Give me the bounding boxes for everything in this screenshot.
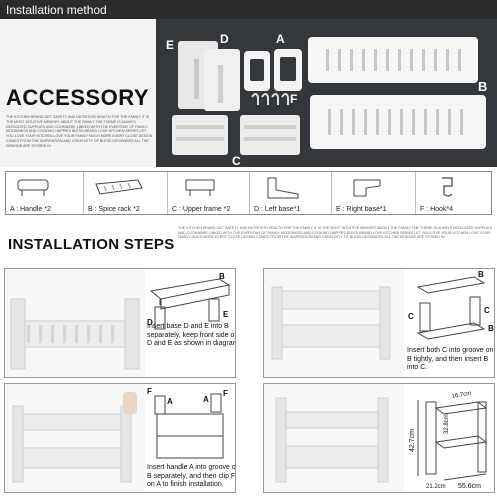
part-label: E : Right base*1 [336, 206, 387, 213]
photo-label-c: C [232, 154, 241, 167]
handle-icon [17, 179, 49, 196]
step-2-label-b: B [478, 270, 484, 279]
spice-rack-b-shape-1 [308, 37, 478, 83]
step-3-label-f1: F [147, 387, 152, 396]
step-1-panel: B D E Insert base D and E into B separat… [4, 268, 236, 378]
photo-label-a: A [276, 32, 285, 46]
step-2-label-c2: C [484, 306, 490, 315]
step-1-label-d: D [147, 318, 153, 327]
steps-title: INSTALLATION STEPS [8, 236, 175, 253]
step-1-photo [5, 269, 145, 377]
part-spice-rack: B : Spice rack *2 [84, 172, 168, 214]
photo-label-d: D [220, 32, 229, 46]
steps-description: THE KITCHEN BRAND GET SAFETY AND NUTRITI… [178, 226, 493, 240]
step-2-label-c: C [408, 312, 414, 321]
step-3-label-a2: A [203, 395, 209, 404]
upper-frame-c-shape-1 [172, 115, 228, 155]
step-3-label-f2: F [223, 389, 228, 398]
part-hook: F : Hook*4 [416, 172, 491, 214]
page-title: Installation method [6, 3, 107, 17]
step-1-caption: Insert base D and E into B separately, k… [147, 323, 236, 347]
step-4-photo [264, 384, 404, 492]
part-label: A : Handle *2 [10, 206, 51, 213]
step-4-height-dimension: 42.7cm [409, 429, 416, 452]
step-3-label-a1: A [167, 397, 173, 406]
spice-rack-b-shape-2 [310, 95, 486, 149]
step-3-caption: Insert handle A into groove on B separat… [147, 464, 236, 488]
step-3-photo [5, 384, 145, 492]
upper-frame-icon [185, 179, 215, 196]
right-base-icon [353, 179, 381, 197]
step-4-width-dimension: 55.6cm [458, 483, 481, 490]
step-2-caption: Insert both C into groove on B tightly, … [407, 347, 494, 371]
header-banner: Installation method [0, 0, 497, 19]
photo-label-f: F [290, 92, 297, 106]
part-right-base: E : Right base*1 [332, 172, 416, 214]
step-4-inner-dimension: 32.8cm [444, 414, 450, 434]
accessory-photo: E D A F B C [156, 19, 497, 167]
left-base-icon [267, 177, 299, 199]
step-3-panel: F A A F Insert handle A into groove on B… [4, 383, 236, 493]
part-upper-frame: C : Upper frame *2 [168, 172, 250, 214]
spice-rack-icon [95, 179, 143, 195]
step-2-panel: B C C B Insert both C into groove on B t… [263, 268, 495, 378]
step-4-depth-dimension: 16.7cm [451, 391, 471, 400]
parts-list: A : Handle *2 B : Spice rack *2 C : Uppe… [5, 171, 492, 215]
part-left-base: D : Left base*1 [250, 172, 332, 214]
step-4-diagram: 42.7cm 16.7cm 32.8cm 55.6cm 21.2cm [409, 391, 488, 490]
step-2-diagram: B C C B [408, 270, 494, 340]
accessory-description: THE KITCHEN BRAND GET SAFETY AND NUTRITI… [6, 115, 153, 148]
step-4-base-dimension: 21.2cm [426, 484, 446, 490]
step-2-photo [264, 269, 404, 377]
step-2-label-b2: B [488, 324, 494, 333]
photo-label-e: E [166, 38, 174, 52]
part-label: D : Left base*1 [254, 206, 301, 213]
step-1-label-e: E [223, 310, 229, 319]
upper-frame-c-shape-2 [240, 115, 300, 155]
part-label: B : Spice rack *2 [88, 206, 140, 213]
step-4-panel: 42.7cm 16.7cm 32.8cm 55.6cm 21.2cm [263, 383, 495, 493]
part-label: C : Upper frame *2 [172, 206, 231, 213]
part-label: F : Hook*4 [420, 206, 454, 213]
step-1-label-b: B [219, 272, 225, 281]
photo-label-b: B [478, 79, 487, 94]
part-handle: A : Handle *2 [6, 172, 84, 214]
accessory-title: ACCESSORY [6, 85, 150, 110]
step-1-diagram: B D E [147, 272, 231, 330]
step-3-diagram: F A A F [147, 387, 228, 459]
hook-icon [442, 177, 453, 197]
